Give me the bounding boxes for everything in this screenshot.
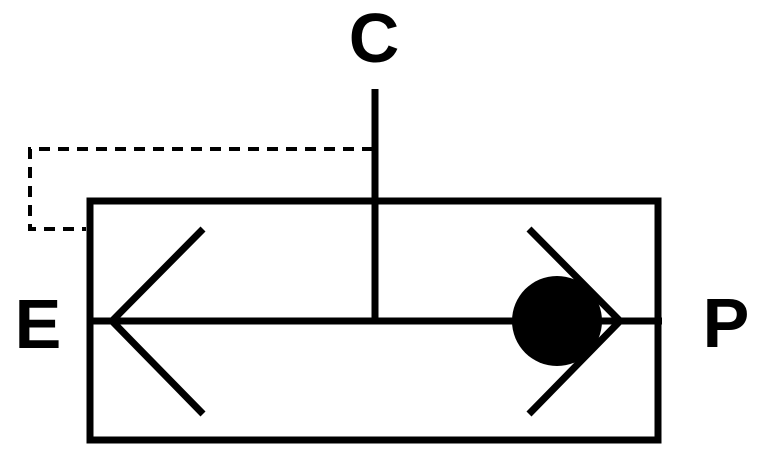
exhaust-arrow-icon	[107, 226, 206, 417]
pressure-port-label: P	[703, 284, 750, 362]
pilot-line-dashed	[28, 147, 373, 231]
control-port-label: C	[349, 0, 400, 77]
exhaust-port-label: E	[15, 285, 62, 363]
check-seat-icon	[526, 226, 625, 417]
check-valve-ball-icon	[512, 276, 602, 366]
